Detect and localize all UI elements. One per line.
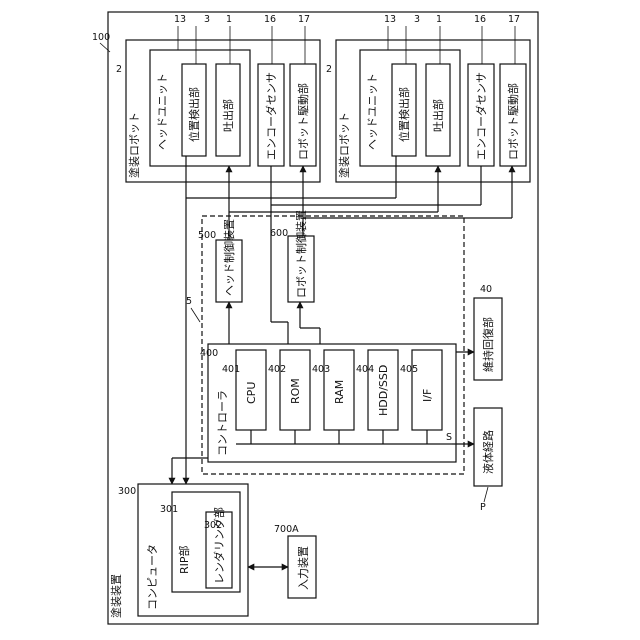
encoder-label: エンコーダセンサ bbox=[264, 72, 278, 160]
position-detector-label: 位置検出部 bbox=[397, 87, 411, 142]
robot-label: 塗装ロボット bbox=[127, 112, 141, 178]
ejector-label: 吐出部 bbox=[431, 99, 445, 132]
controller-ref: 400 bbox=[200, 348, 218, 359]
encoder-ref: 16 bbox=[474, 14, 486, 25]
interface-ref: 405 bbox=[400, 364, 418, 375]
ejector-ref: 1 bbox=[436, 14, 442, 25]
encoder-label: エンコーダセンサ bbox=[474, 72, 488, 160]
ram-label: RAM bbox=[333, 380, 346, 404]
rom-label: ROM bbox=[289, 378, 302, 404]
computer-ref: 300 bbox=[118, 486, 136, 497]
rip-ref: 301 bbox=[160, 504, 178, 515]
apparatus-ref: 100 bbox=[92, 32, 110, 43]
ejector-ref: 1 bbox=[226, 14, 232, 25]
robot-controller-ref: 600 bbox=[270, 228, 288, 239]
input-device-ref: 700A bbox=[274, 524, 299, 535]
connection-wires bbox=[172, 156, 512, 567]
storage-ref: 404 bbox=[356, 364, 374, 375]
painting-robot-1: 塗装ロボット 2 ヘッドユニット 13 位置検出部 3 吐出部 1 エンコーダセ… bbox=[116, 14, 320, 182]
liquid-path-ref: P bbox=[480, 502, 486, 513]
rendering-ref: 302 bbox=[204, 520, 222, 531]
cpu-ref: 401 bbox=[222, 364, 240, 375]
ram-ref: 403 bbox=[312, 364, 330, 375]
head-unit-label: ヘッドユニット bbox=[366, 73, 379, 150]
encoder-ref: 16 bbox=[264, 14, 276, 25]
robot-driver-label: ロボット駆動部 bbox=[506, 83, 520, 160]
robot-driver-ref: 17 bbox=[298, 14, 310, 25]
rip-label: RIP部 bbox=[177, 545, 191, 574]
painting-robot-2: 塗装ロボット 2 ヘッドユニット 13 位置検出部 3 吐出部 1 エンコーダセ… bbox=[326, 14, 530, 182]
ejector-label: 吐出部 bbox=[221, 99, 235, 132]
controller-unit-rom: ROM 402 bbox=[268, 350, 310, 430]
input-device-label: 入力装置 bbox=[297, 546, 310, 590]
rom-ref: 402 bbox=[268, 364, 286, 375]
robot-ref: 2 bbox=[116, 64, 122, 75]
controller-unit-interface: I/F 405 bbox=[400, 350, 442, 430]
control-group-ref: 5 bbox=[186, 296, 192, 307]
computer-label: コンピュータ bbox=[146, 544, 159, 610]
maintenance-label: 維持回復部 bbox=[481, 317, 495, 372]
control-group-frame bbox=[202, 216, 464, 474]
position-detector-ref: 3 bbox=[414, 14, 420, 25]
rendering-label: レンダリング部 bbox=[212, 507, 226, 584]
robot-driver-ref: 17 bbox=[508, 14, 520, 25]
internal-bus bbox=[236, 430, 452, 444]
controller-unit-storage: HDD/SSD 404 bbox=[356, 350, 398, 430]
interface-label: I/F bbox=[421, 389, 434, 402]
position-detector-ref: 3 bbox=[204, 14, 210, 25]
apparatus-label: 塗装装置 bbox=[109, 574, 123, 618]
robot-controller-label: ロボット制御装置 bbox=[294, 210, 308, 298]
robot-label: 塗装ロボット bbox=[337, 112, 351, 178]
maintenance-ref: 40 bbox=[480, 284, 492, 295]
head-unit-ref: 13 bbox=[384, 14, 396, 25]
storage-label: HDD/SSD bbox=[377, 365, 390, 416]
head-unit-label: ヘッドユニット bbox=[156, 73, 169, 150]
head-controller-ref: 500 bbox=[198, 230, 216, 241]
head-unit-ref: 13 bbox=[174, 14, 186, 25]
cpu-label: CPU bbox=[245, 382, 258, 404]
controller-label: コントローラ bbox=[216, 390, 229, 456]
robot-ref: 2 bbox=[326, 64, 332, 75]
controller-unit-ram: RAM 403 bbox=[312, 350, 354, 430]
robot-driver-label: ロボット駆動部 bbox=[296, 83, 310, 160]
liquid-path-label: 液体経路 bbox=[481, 430, 495, 474]
position-detector-label: 位置検出部 bbox=[187, 87, 201, 142]
bus-ref: S bbox=[446, 432, 452, 443]
